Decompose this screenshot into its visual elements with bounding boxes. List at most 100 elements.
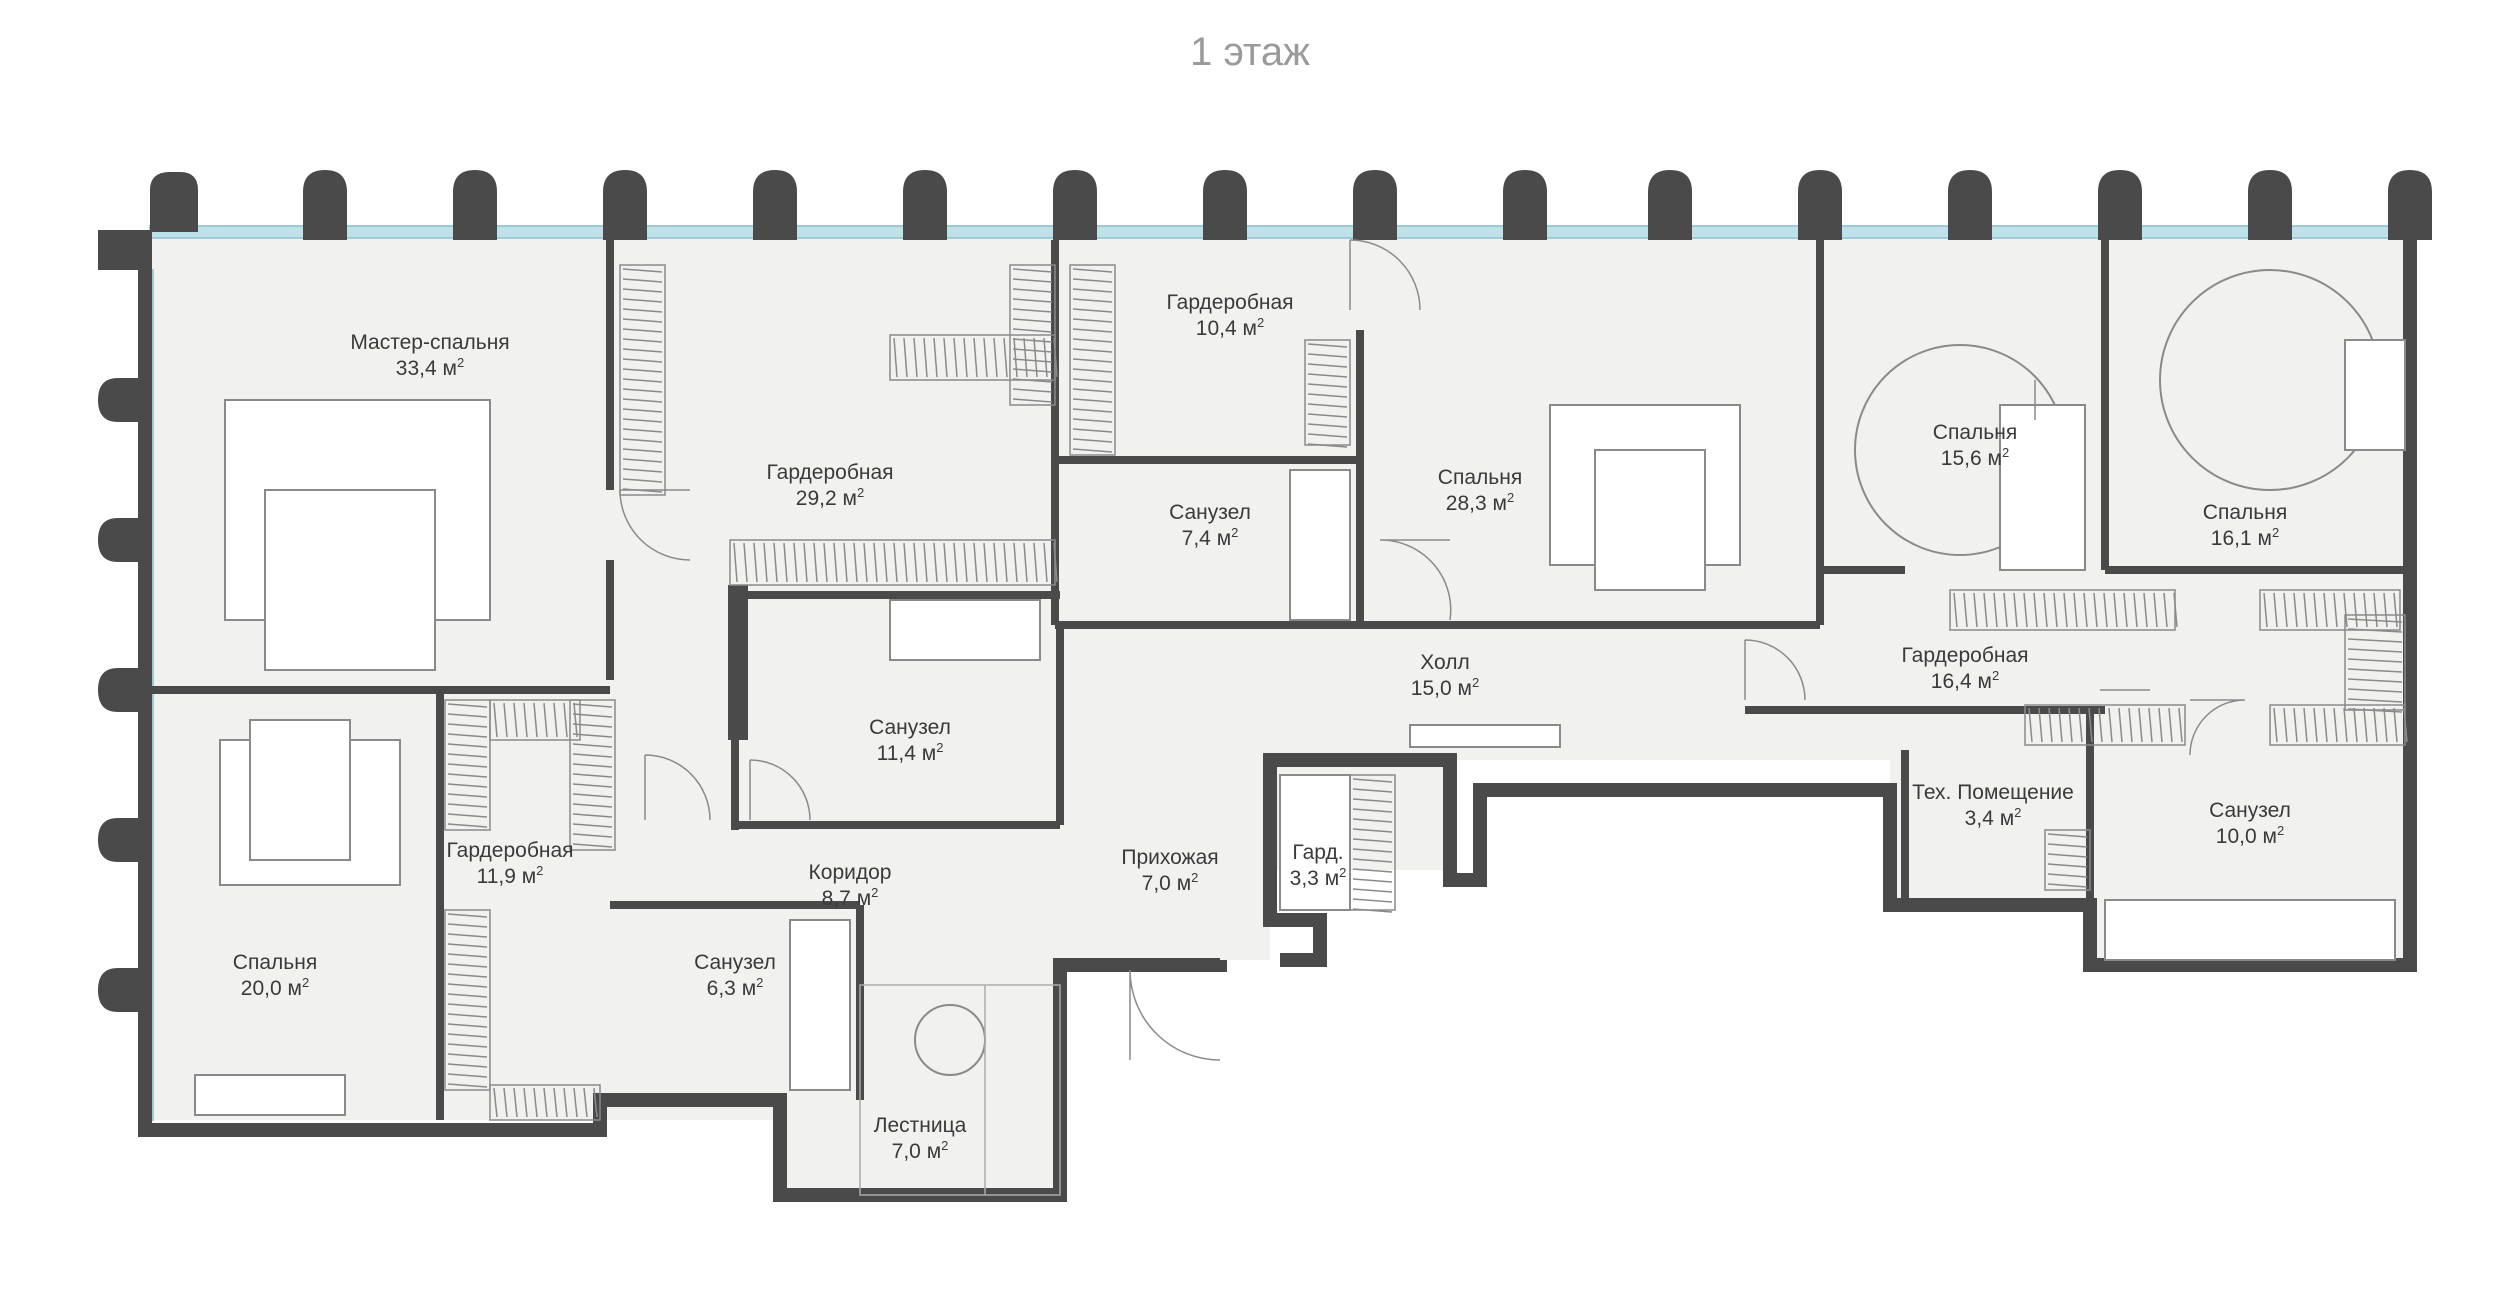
room-area: 11,9 м2 <box>476 863 544 888</box>
staircase <box>859 984 1061 1196</box>
shelf-unit <box>2044 829 2091 891</box>
interior-walls <box>150 240 2405 1120</box>
window-pier <box>453 170 497 240</box>
window-pier <box>1203 170 1247 240</box>
room-name: Тех. Помещение <box>1912 781 2074 804</box>
shelf-unit <box>2259 589 2401 631</box>
room-area: 20,0 м2 <box>240 975 310 1000</box>
room-name: Санузел <box>1169 501 1251 524</box>
window-pier <box>2388 170 2432 240</box>
room-area: 15,6 м2 <box>1940 445 2010 470</box>
window-pier <box>303 170 347 240</box>
corner-pier <box>98 230 150 270</box>
room-name: Коридор <box>808 861 892 884</box>
room-name: Гард. <box>1292 841 1344 864</box>
window-pier <box>1948 170 1992 240</box>
room-name: Гардеробная <box>766 461 894 484</box>
room-area: 6,3 м2 <box>706 975 764 1000</box>
room-name: Санузел <box>2209 799 2291 822</box>
window-pier <box>753 170 797 240</box>
bath-6-tub <box>789 919 851 1091</box>
room-area: 29,2 м2 <box>795 485 865 510</box>
window-pier <box>1053 170 1097 240</box>
room-name: Гардеробная <box>446 839 574 862</box>
window-pier <box>2098 170 2142 240</box>
hall-cabinet <box>1409 724 1561 748</box>
bedroom-28-bed <box>1594 449 1706 591</box>
room-area: 8,7 м2 <box>821 885 879 910</box>
shelf-unit <box>1069 264 1116 456</box>
room-name: Спальня <box>1932 421 2018 444</box>
shelf-unit <box>444 699 491 831</box>
window-pier <box>1798 170 1842 240</box>
desk-20 <box>194 1074 346 1116</box>
window-pier <box>98 818 150 862</box>
wardrobe-shelves <box>444 264 2408 1121</box>
shelf-unit <box>619 264 666 496</box>
room-name: Гардеробная <box>1901 644 2029 667</box>
room-name: Лестница <box>873 1114 967 1137</box>
window-pier <box>1503 170 1547 240</box>
gard-wardrobe <box>1279 774 1351 911</box>
room-name: Гардеробная <box>1166 291 1294 314</box>
bath-7-tub <box>1289 469 1351 621</box>
room-area: 28,3 м2 <box>1445 490 1515 515</box>
room-name: Мастер-спальня <box>350 331 510 354</box>
window-pier <box>1353 170 1397 240</box>
window-pier <box>98 968 150 1012</box>
room-area: 7,4 м2 <box>1181 525 1239 550</box>
window-pier <box>98 518 150 562</box>
window-pier <box>603 170 647 240</box>
room-area: 3,4 м2 <box>1964 805 2022 830</box>
room-label-gard: Гард.3,3 м2 <box>1290 840 1347 892</box>
shelf-unit <box>2024 704 2186 746</box>
room-area: 16,1 м2 <box>2210 525 2280 550</box>
shelf-unit <box>569 699 616 851</box>
shelf-unit <box>1009 264 1056 406</box>
room-area: 11,4 м2 <box>876 740 944 765</box>
room-name: Прихожая <box>1121 846 1219 869</box>
bath-10-tub <box>2104 899 2396 961</box>
furniture <box>194 269 2406 1116</box>
shelf-unit <box>489 699 581 741</box>
window-pier <box>98 378 150 422</box>
bath-11-thick-wall <box>728 585 748 740</box>
outer-walls <box>138 230 2417 1202</box>
room-name: Холл <box>1420 651 1470 674</box>
room-area: 33,4 м2 <box>395 355 465 380</box>
shelf-unit <box>489 1084 601 1121</box>
room-area: 10,0 м2 <box>2215 823 2285 848</box>
room-area: 10,4 м2 <box>1195 315 1265 340</box>
window-piers-left <box>98 378 150 1012</box>
master-bed <box>264 489 436 671</box>
room-name: Спальня <box>1437 466 1523 489</box>
window-pier <box>98 668 150 712</box>
floor-title: 1 этаж <box>1190 30 1310 74</box>
room-area: 7,0 м2 <box>891 1138 949 1163</box>
room-area: 3,3 м2 <box>1289 865 1347 890</box>
doors <box>619 239 2246 1061</box>
room-name: Спальня <box>2202 501 2288 524</box>
window-pier <box>1648 170 1692 240</box>
room-name: Санузел <box>694 951 776 974</box>
bath-11-tub <box>889 599 1041 661</box>
